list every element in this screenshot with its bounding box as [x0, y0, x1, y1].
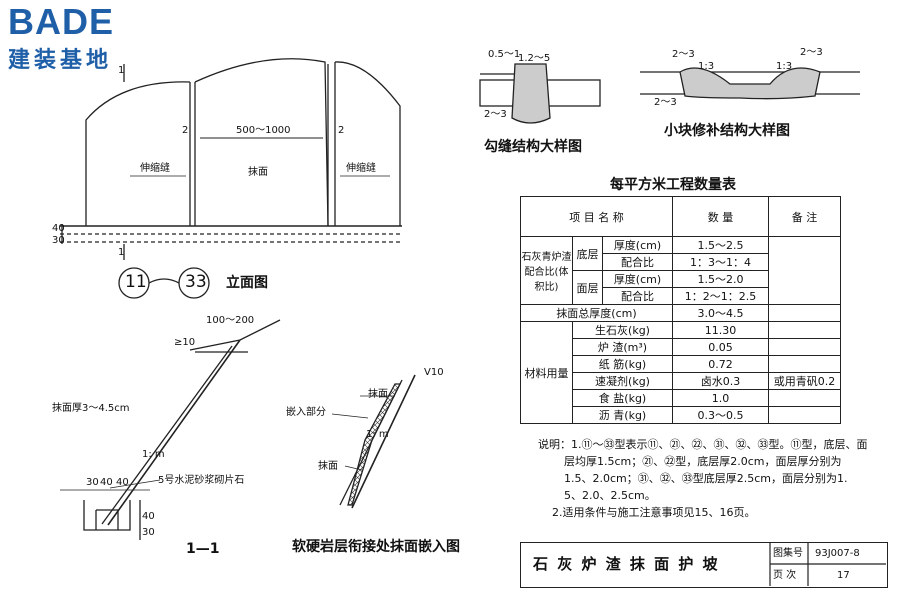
section-mark-top: 1 — [118, 65, 125, 76]
face-ratio-val: 1：2～1：2.5 — [672, 287, 769, 305]
plaster-label: 抹面 — [248, 167, 268, 178]
joint-label-left: 伸缩缝 — [140, 163, 170, 174]
material-fiber-val: 0.72 — [672, 355, 769, 373]
notes-block: 说明：1.⑪～㉝型表示⑪、㉑、㉒、㉛、㉜、㉝型。⑪型，底层、面 层均厚1.5cm… — [538, 436, 868, 521]
embed-slope: 1: m — [366, 429, 389, 440]
material-accelerator-note: 或用青矾0.2 — [768, 372, 841, 390]
material-asphalt-val: 0.3～0.5 — [672, 406, 769, 424]
joint-dim-2: 2～3 — [484, 109, 507, 120]
section-title: 1—1 — [186, 541, 220, 557]
section-top-width: 100～200 — [206, 315, 255, 326]
group-mix-ratio: 石灰青炉渣配合比(体积比) — [520, 236, 573, 305]
elevation-outline-right — [334, 61, 401, 226]
page-number: 17 — [837, 570, 850, 581]
section-slope: 1: m — [142, 449, 165, 460]
embed-title: 软硬岩层衔接处抹面嵌入图 — [292, 539, 460, 555]
section-foot: 5号水泥砂浆砌片石 — [158, 475, 245, 486]
section-dim-40a: 40 — [100, 477, 113, 488]
table-header-qty: 数 量 — [672, 196, 769, 237]
group-materials: 材料用量 — [520, 321, 573, 424]
elevation-outline-left — [85, 81, 191, 226]
range-from: 11 — [125, 272, 147, 292]
note-line-4: 5、2.0、2.5cm。 — [564, 489, 656, 502]
material-slag-val: 0.05 — [672, 338, 769, 356]
bottom-ratio-label: 配合比 — [602, 253, 673, 271]
face-thick-val: 1.5～2.0 — [672, 270, 769, 288]
embed-plaster-bottom: 抹面 — [318, 461, 338, 472]
title-block: 石 灰 炉 渣 抹 面 护 坡 图集号 93J007-8 页 次 17 — [520, 542, 888, 588]
material-salt-label: 食 盐(kg) — [572, 389, 673, 407]
elevation-outline-mid — [194, 58, 329, 227]
face-thick-label: 厚度(cm) — [602, 270, 673, 288]
section-dim-40c: 40 — [142, 511, 155, 522]
page-label: 页 次 — [773, 570, 797, 581]
bottom-thick-val: 1.5～2.5 — [672, 236, 769, 254]
patch-slope-left: 1:3 — [698, 61, 715, 72]
logo-cn: 建装基地 — [8, 48, 113, 73]
section-dim-30: 30 — [86, 477, 99, 488]
total-thick-val: 3.0～4.5 — [672, 304, 769, 322]
table-header-note: 备 注 — [768, 196, 841, 237]
embed-plaster-top: 抹面 — [368, 389, 388, 400]
material-slag-label: 炉 渣(m³) — [572, 338, 673, 356]
section-mark-bottom: 1 — [118, 247, 125, 258]
total-thick-label: 抹面总厚度(cm) — [520, 304, 673, 322]
patch-dim-3: 2～3 — [654, 97, 677, 108]
joint-dim-1: 0.5～1 — [488, 49, 521, 60]
section-ge10: ≥10 — [174, 337, 196, 348]
face-ratio-label: 配合比 — [602, 287, 673, 305]
elevation-title: 立面图 — [226, 275, 268, 291]
embed-d10: V10 — [424, 367, 444, 378]
section-dim-40b: 40 — [116, 477, 129, 488]
bottom-layer: 底层 — [572, 236, 603, 271]
note-line-2: 层均厚1.5cm；㉑、㉒型，底层厚2.0cm，面层厚分别为 — [564, 455, 842, 468]
joint-label-right: 伸缩缝 — [346, 163, 376, 174]
atlas-number: 93J007-8 — [815, 548, 860, 559]
atlas-label: 图集号 — [773, 548, 803, 559]
note-line-1: 说明：1.⑪～㉝型表示⑪、㉑、㉒、㉛、㉜、㉝型。⑪型，底层、面 — [538, 438, 868, 451]
table-title: 每平方米工程数量表 — [610, 177, 736, 193]
brand-logo: BADE 建装基地 — [8, 4, 114, 74]
material-salt-val: 1.0 — [672, 389, 769, 407]
section-dim-30b: 30 — [142, 527, 155, 538]
material-lime-label: 生石灰(kg) — [572, 321, 673, 339]
material-fiber-label: 纸 筋(kg) — [572, 355, 673, 373]
sheet-title: 石 灰 炉 渣 抹 面 护 坡 — [533, 555, 720, 573]
material-accelerator-label: 速凝剂(kg) — [572, 372, 673, 390]
quantity-table: 项 目 名 称数 量备 注 石灰青炉渣配合比(体积比)底层厚度(cm)1.5～2… — [520, 196, 841, 424]
dim-40: 40 — [52, 223, 65, 234]
patch-detail-title: 小块修补结构大样图 — [664, 123, 790, 139]
dim-2-left: 2 — [182, 125, 189, 136]
material-accelerator-val: 卤水0.3 — [672, 372, 769, 390]
note-line-3: 1.5、2.0cm；㉛、㉜、㉝型底层厚2.5cm，面层分别为1. — [564, 472, 848, 485]
bottom-ratio-val: 1：3～1：4 — [672, 253, 769, 271]
material-lime-val: 11.30 — [672, 321, 769, 339]
span-dimension: 500～1000 — [236, 125, 291, 136]
material-asphalt-label: 沥 青(kg) — [572, 406, 673, 424]
range-to: 33 — [185, 272, 207, 292]
joint-detail-title: 勾缝结构大样图 — [484, 139, 582, 155]
bottom-thick-label: 厚度(cm) — [602, 236, 673, 254]
joint-dim-3: 1.2～5 — [518, 53, 551, 64]
dim-2-right: 2 — [338, 125, 345, 136]
table-header-item: 项 目 名 称 — [520, 196, 673, 237]
patch-dim-2: 2～3 — [800, 47, 823, 58]
patch-dim-1: 2～3 — [672, 49, 695, 60]
note-line-5: 2.适用条件与施工注意事项见15、16页。 — [552, 506, 756, 519]
embed-part-label: 嵌入部分 — [286, 407, 326, 418]
patch-slope-right: 1:3 — [776, 61, 793, 72]
dim-30: 30 — [52, 235, 65, 246]
face-layer: 面层 — [572, 270, 603, 305]
logo-brand: BADE — [8, 1, 115, 42]
section-thickness: 抹面厚3～4.5cm — [52, 403, 130, 414]
